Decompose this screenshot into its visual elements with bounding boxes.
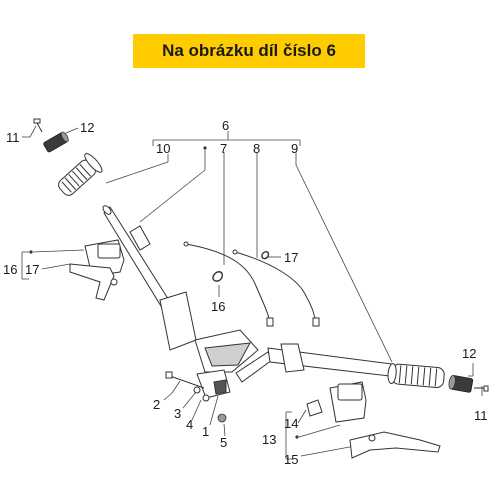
callout-1: 1 <box>202 424 209 439</box>
callout-5: 5 <box>220 435 227 450</box>
callout-7: 7 <box>220 141 227 156</box>
callout-4: 4 <box>186 417 193 432</box>
banner-text: Na obrázku díl číslo 6 <box>162 41 336 60</box>
callout-19: 17 <box>284 250 298 265</box>
callout-14: 14 <box>284 416 298 431</box>
right-brake-assembly <box>306 381 441 459</box>
handlebar <box>102 205 393 423</box>
cables <box>183 241 320 327</box>
callout-10: 10 <box>156 141 170 156</box>
callout-2: 2 <box>153 397 160 412</box>
callout-12-right: 12 <box>462 346 476 361</box>
left-brake-assembly <box>69 239 125 301</box>
callout-labels: 6 10 7 8 9 11 12 16 17 16 17 2 3 4 1 5 1… <box>3 118 488 467</box>
callout-6: 6 <box>222 118 229 133</box>
callout-11-left: 11 <box>6 130 20 145</box>
callout-17: 17 <box>25 262 39 277</box>
callout-13: 13 <box>262 432 276 447</box>
callout-18: 16 <box>211 299 225 314</box>
grip-right <box>387 363 489 393</box>
callout-8: 8 <box>253 141 260 156</box>
callout-15: 15 <box>284 452 298 467</box>
callout-12-left: 12 <box>80 120 94 135</box>
callout-16: 16 <box>3 262 17 277</box>
callout-11-right: 11 <box>474 408 488 423</box>
title-banner: Na obrázku díl číslo 6 <box>133 34 365 68</box>
callout-9: 9 <box>291 141 298 156</box>
group-bracket-6 <box>152 131 301 146</box>
callout-3: 3 <box>174 406 181 421</box>
grip-left <box>33 118 103 196</box>
